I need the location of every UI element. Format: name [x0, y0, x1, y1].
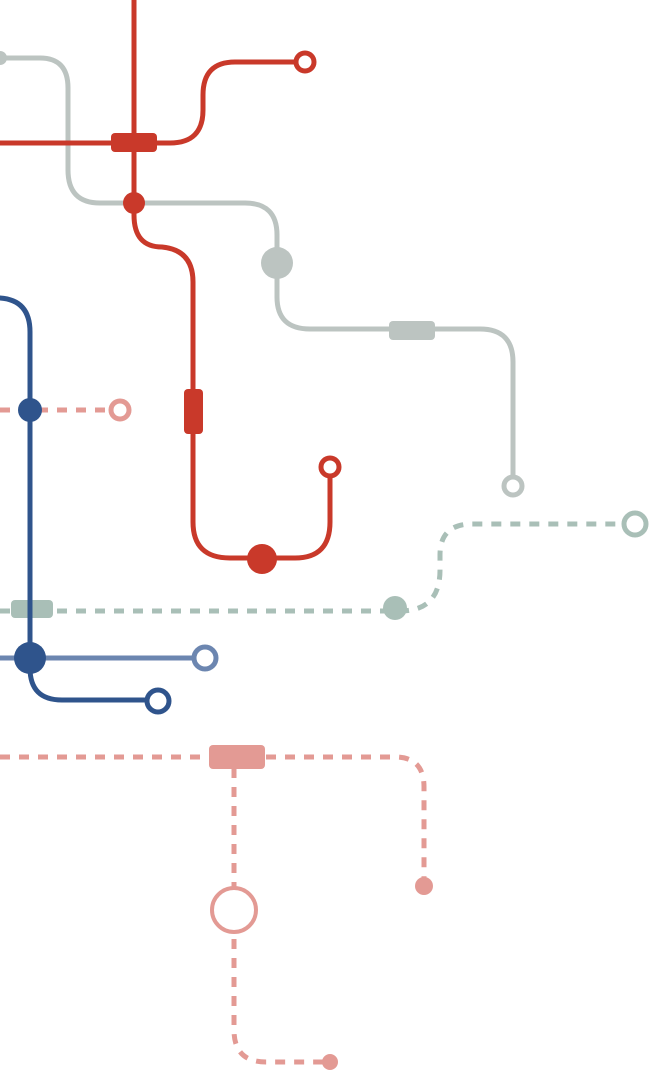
pink-branch-line — [231, 768, 324, 1065]
gray-end-ring — [501, 474, 525, 498]
light-blue-end-ring — [191, 644, 219, 672]
gray-terminal-dot — [0, 51, 7, 65]
gray-station-dot — [261, 247, 293, 279]
pink-branch-end-dot — [322, 1054, 338, 1070]
sage-line — [0, 521, 624, 614]
red-station-dot-large — [247, 544, 277, 574]
blue-line — [0, 295, 151, 703]
red-branch-end-ring — [293, 50, 317, 74]
red-line — [131, 0, 333, 561]
pink-end-dot — [415, 877, 433, 895]
red-end-ring — [318, 455, 342, 479]
blue-station-dot — [18, 398, 42, 422]
gray-station-rect — [389, 321, 435, 340]
pink-short-end-ring — [108, 398, 132, 422]
red-branch-line — [0, 59, 301, 146]
red-station-rect-vertical — [184, 389, 203, 434]
gray-line — [0, 55, 516, 485]
blue-end-ring — [144, 687, 172, 715]
pink-station-rect — [209, 745, 265, 769]
red-station-dot — [123, 192, 145, 214]
pink-line — [0, 754, 427, 880]
red-station-rect — [111, 133, 157, 152]
pink-station-ring — [210, 886, 258, 934]
sage-station-dot — [383, 596, 407, 620]
sage-end-ring — [621, 510, 649, 538]
blue-interchange-dot — [14, 642, 46, 674]
